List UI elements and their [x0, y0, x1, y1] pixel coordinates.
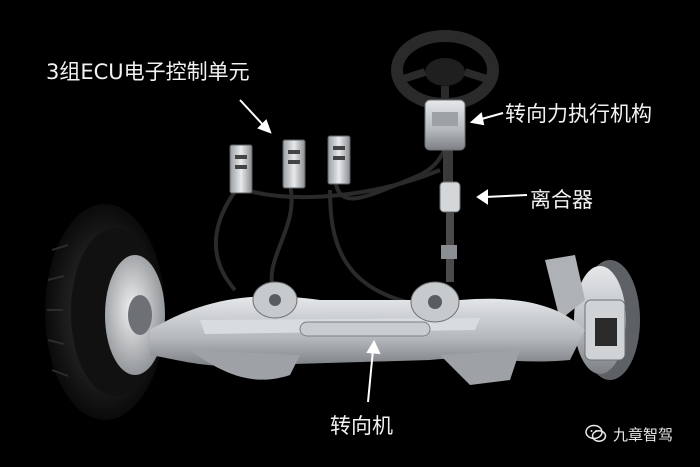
steering-wheel [391, 30, 499, 110]
wheel-tire [45, 204, 165, 420]
watermark-text: 九章智驾 [613, 425, 674, 444]
clutch-label: 离合器 [530, 188, 593, 212]
ecu-label: 3组ECU电子控制单元 [46, 60, 250, 84]
steering-shaft [439, 150, 461, 282]
actuator-label: 转向力执行机构 [505, 102, 652, 126]
ecu-units [229, 135, 351, 194]
callout-arrows [239, 99, 528, 403]
steering-gear-motors [252, 281, 460, 323]
front-subframe [150, 296, 585, 385]
wechat-icon [585, 424, 607, 442]
brake-assembly [545, 255, 640, 380]
watermark: 九章智驾 [585, 423, 673, 445]
steering-gear-label: 转向机 [330, 414, 393, 438]
steering-actuator [424, 99, 466, 151]
ecu-cables [213, 139, 449, 307]
